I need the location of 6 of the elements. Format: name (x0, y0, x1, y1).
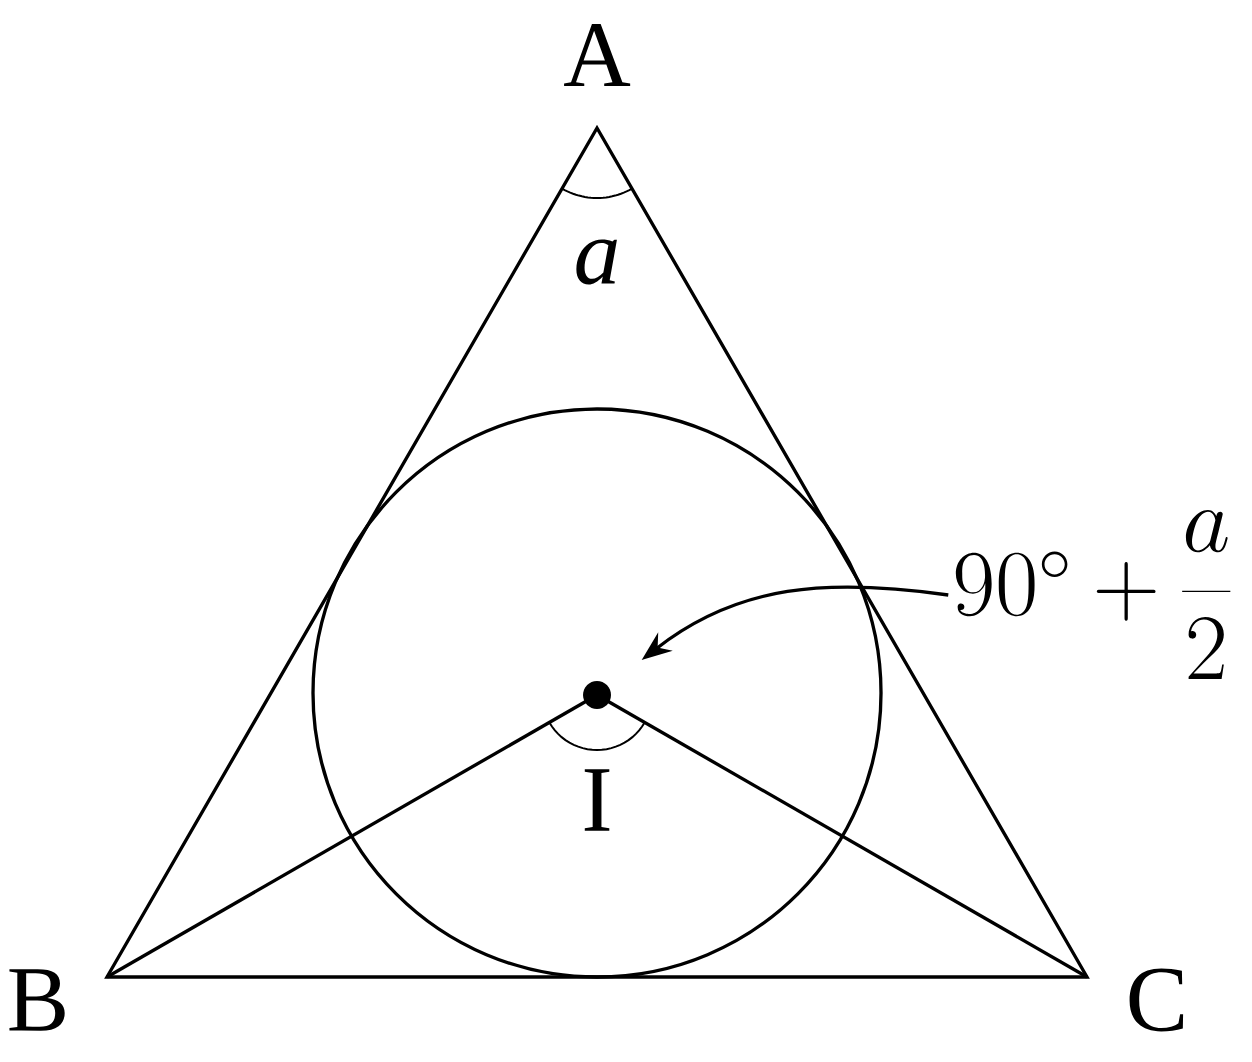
vertex-label: C (1129, 968, 1184, 1032)
angle-annotation: $90^\circ+\dfrac{a}{2}$ (955, 510, 1231, 679)
vertex-label: B (9, 969, 65, 1031)
angle-mark (548, 721, 646, 751)
angle-label: a (576, 239, 617, 285)
vertex-label: A (564, 24, 631, 86)
